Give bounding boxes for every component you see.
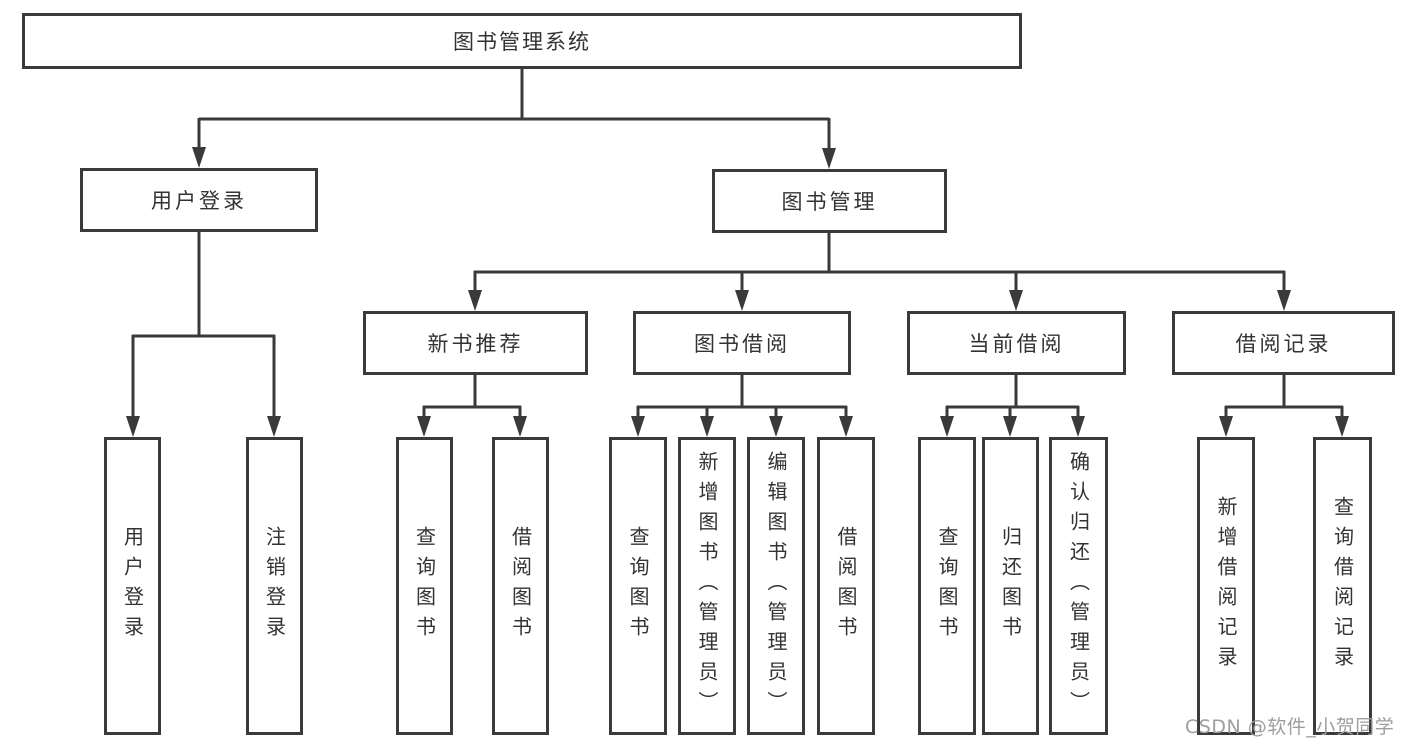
leaf-borrow-books: 借阅图书	[817, 437, 875, 735]
leaf-newbook-borrow-books: 借阅图书	[492, 437, 549, 735]
node-new-book-recommend: 新书推荐	[363, 311, 588, 375]
connector-arrowheads	[126, 147, 1349, 437]
node-label: 确认归还（管理员）	[1066, 451, 1091, 721]
arrow-down-icon	[513, 416, 527, 437]
arrow-down-icon	[1219, 416, 1233, 437]
node-label: 编辑图书（管理员）	[764, 451, 788, 721]
node-label: 注销登录	[262, 526, 287, 646]
node-label: 新增图书（管理员）	[695, 451, 719, 721]
node-label: 查询借阅记录	[1330, 496, 1355, 676]
arrow-down-icon	[700, 416, 714, 437]
leaf-confirm-return-admin: 确认归还（管理员）	[1049, 437, 1108, 735]
node-label: 图书管理	[781, 190, 878, 214]
node-label: 归还图书	[998, 526, 1023, 646]
arrow-down-icon	[940, 416, 954, 437]
leaf-borrow-query-books: 查询图书	[609, 437, 667, 735]
node-label: 查询图书	[626, 526, 650, 646]
leaf-add-borrow-record: 新增借阅记录	[1197, 437, 1255, 735]
arrow-down-icon	[631, 416, 645, 437]
arrow-down-icon	[192, 147, 206, 168]
leaf-current-query-books: 查询图书	[918, 437, 976, 735]
arrow-down-icon	[468, 290, 482, 311]
node-label: 查询图书	[412, 526, 437, 646]
node-book-borrow: 图书借阅	[633, 311, 851, 375]
node-borrow-records: 借阅记录	[1172, 311, 1395, 375]
leaf-add-books-admin: 新增图书（管理员）	[678, 437, 736, 735]
arrow-down-icon	[1009, 290, 1023, 311]
node-label: 用户登录	[120, 526, 145, 646]
node-current-borrow: 当前借阅	[907, 311, 1126, 375]
node-user-login-branch: 用户登录	[80, 168, 318, 232]
arrow-down-icon	[126, 416, 140, 437]
leaf-user-login: 用户登录	[104, 437, 161, 735]
node-label: 借阅图书	[834, 526, 858, 646]
node-book-management-branch: 图书管理	[712, 169, 947, 233]
arrow-down-icon	[1277, 290, 1291, 311]
node-label: 新增借阅记录	[1214, 496, 1238, 676]
leaf-query-borrow-record: 查询借阅记录	[1313, 437, 1372, 735]
csdn-watermark: CSDN @软件_小贺同学	[1185, 716, 1395, 738]
arrow-down-icon	[1003, 416, 1017, 437]
node-label: 当前借阅	[968, 332, 1065, 356]
node-label: 借阅图书	[508, 526, 533, 646]
leaf-edit-books-admin: 编辑图书（管理员）	[747, 437, 805, 735]
arrow-down-icon	[1071, 416, 1085, 437]
leaf-logout: 注销登录	[246, 437, 303, 735]
node-library-management-system: 图书管理系统	[22, 13, 1022, 69]
node-label: 查询图书	[935, 526, 959, 646]
node-label: 图书管理系统	[453, 30, 591, 54]
node-label: 借阅记录	[1235, 332, 1332, 356]
node-label: 用户登录	[151, 189, 247, 213]
leaf-return-books: 归还图书	[982, 437, 1039, 735]
node-label: 新书推荐	[427, 332, 524, 356]
node-label: 图书借阅	[694, 332, 790, 356]
arrow-down-icon	[267, 416, 281, 437]
arrow-down-icon	[1335, 416, 1349, 437]
arrow-down-icon	[769, 416, 783, 437]
arrow-down-icon	[839, 416, 853, 437]
arrow-down-icon	[822, 148, 836, 169]
leaf-newbook-query-books: 查询图书	[396, 437, 453, 735]
arrow-down-icon	[735, 290, 749, 311]
arrow-down-icon	[417, 416, 431, 437]
